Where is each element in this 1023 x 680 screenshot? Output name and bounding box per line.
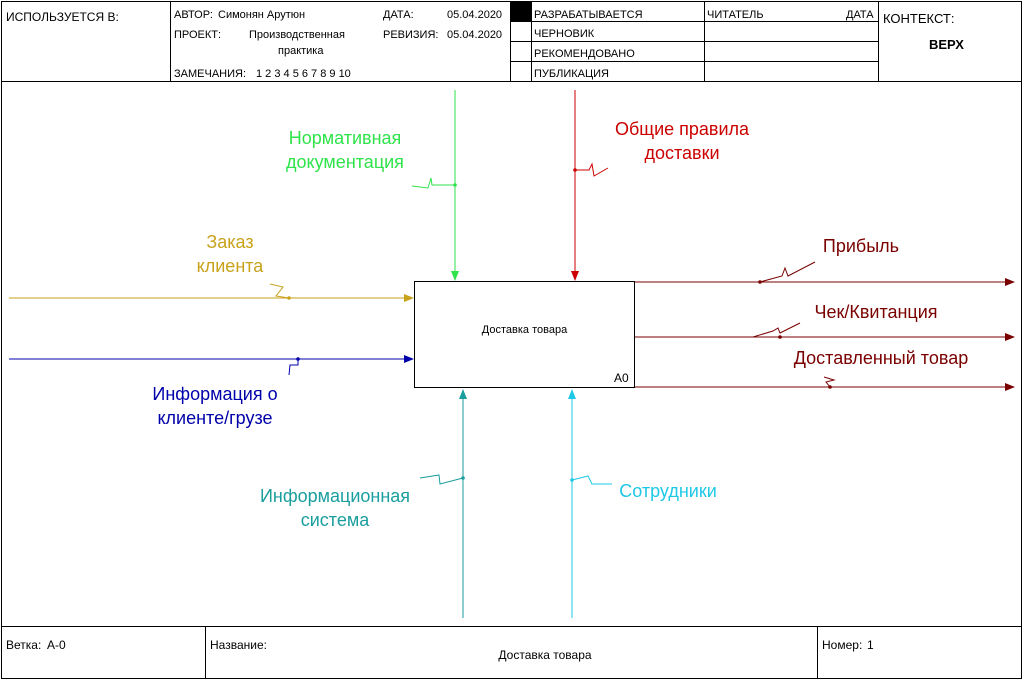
label-input-order: Заказ клиента xyxy=(170,230,290,278)
footer-grid xyxy=(1,626,1022,679)
status-working: РАЗРАБАТЫВАЕТСЯ xyxy=(534,9,643,21)
notes-numbers: 1 2 3 4 5 6 7 8 9 10 xyxy=(256,68,351,80)
title-label: Название: xyxy=(210,638,267,652)
node-label: Ветка: xyxy=(6,638,42,652)
used-in-label: ИСПОЛЬЗУЕТСЯ В: xyxy=(6,10,119,24)
number-label: Номер: xyxy=(822,638,863,652)
project-value-line1: Производственная xyxy=(249,29,345,41)
status-recommended: РЕКОМЕНДОВАНО xyxy=(534,48,635,60)
label-control-rules-line1: Общие правила xyxy=(614,119,750,139)
label-input-info-line2: клиенте/грузе xyxy=(157,408,273,428)
label-output-goods-line1: Доставленный товар xyxy=(793,348,969,368)
node-value: A-0 xyxy=(47,638,66,652)
number-value: 1 xyxy=(867,638,874,652)
label-output-receipt-line1: Чек/Квитанция xyxy=(814,302,938,322)
reader-label: ЧИТАТЕЛЬ xyxy=(707,9,764,21)
label-control-docs: Нормативная документация xyxy=(260,126,430,174)
revision-value: 05.04.2020 xyxy=(447,29,503,41)
revision-label: РЕВИЗИЯ: xyxy=(383,29,439,41)
context-value: ВЕРХ xyxy=(929,37,964,52)
label-output-profit: Прибыль xyxy=(806,234,916,258)
label-output-receipt: Чек/Квитанция xyxy=(796,300,956,324)
status-draft: ЧЕРНОВИК xyxy=(534,28,595,40)
label-mech-staff-line1: Сотрудники xyxy=(619,481,717,501)
squiggle-output-profit xyxy=(759,261,816,283)
label-input-order-line1: Заказ xyxy=(206,232,254,252)
label-control-docs-line1: Нормативная xyxy=(288,128,402,148)
label-input-order-line2: клиента xyxy=(196,256,264,276)
header-grid xyxy=(1,2,1022,82)
context-label: КОНТЕКСТ: xyxy=(883,11,955,26)
squiggle-control-rules xyxy=(575,162,609,177)
activity-box-number: A0 xyxy=(614,371,629,385)
label-mech-system-line2: система xyxy=(300,510,370,530)
status-publication: ПУБЛИКАЦИЯ xyxy=(534,68,609,80)
date-label: ДАТА: xyxy=(383,9,414,21)
squiggle-output-receipt xyxy=(752,322,801,338)
label-output-profit-line1: Прибыль xyxy=(822,236,900,256)
author-value: Симонян Арутюн xyxy=(218,9,306,21)
squiggle-mech-system xyxy=(419,474,464,485)
label-control-docs-line2: документация xyxy=(286,152,404,172)
label-control-rules: Общие правила доставки xyxy=(592,117,772,165)
label-mech-staff: Сотрудники xyxy=(606,479,730,503)
label-mech-system-line1: Информационная xyxy=(259,486,411,506)
squiggle-input-info xyxy=(288,359,299,376)
label-mech-system: Информационная система xyxy=(245,484,425,532)
reader-date-label: ДАТА xyxy=(846,9,874,21)
label-input-info: Информация о клиенте/грузе xyxy=(130,382,300,430)
activity-box-title: Доставка товара xyxy=(481,324,568,336)
squiggle-input-order xyxy=(269,283,290,299)
title-value: Доставка товара xyxy=(498,648,592,662)
date-value: 05.04.2020 xyxy=(447,9,503,21)
activity-box-a0 xyxy=(414,281,635,388)
squiggle-mech-staff xyxy=(571,475,612,485)
label-input-info-line1: Информация о xyxy=(152,384,278,404)
label-control-rules-line2: доставки xyxy=(644,143,720,163)
squiggle-output-goods xyxy=(823,376,836,388)
author-label: АВТОР: xyxy=(174,9,213,21)
project-label: ПРОЕКТ: xyxy=(174,29,222,41)
label-output-goods: Доставленный товар xyxy=(776,346,986,370)
project-value-line2: практика xyxy=(278,45,324,57)
notes-label: ЗАМЕЧАНИЯ: xyxy=(174,68,246,80)
squiggle-control-docs xyxy=(411,177,455,189)
status-working-marker xyxy=(511,2,531,21)
